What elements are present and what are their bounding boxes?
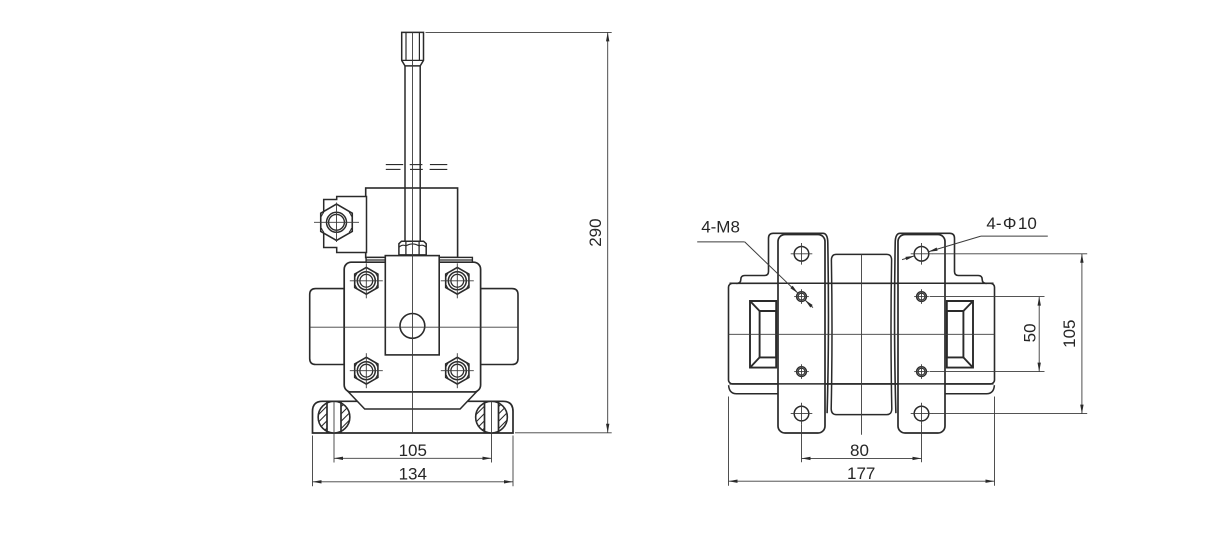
- svg-text:80: 80: [850, 441, 869, 460]
- svg-text:177: 177: [847, 464, 875, 483]
- svg-text:105: 105: [1060, 320, 1079, 348]
- svg-text:290: 290: [586, 218, 605, 246]
- svg-text:50: 50: [1021, 323, 1040, 342]
- svg-text:4-M8: 4-M8: [701, 218, 740, 237]
- svg-text:105: 105: [399, 441, 427, 460]
- svg-text:4- Φ 10: 4- Φ 10: [986, 214, 1036, 233]
- svg-text:134: 134: [399, 464, 427, 483]
